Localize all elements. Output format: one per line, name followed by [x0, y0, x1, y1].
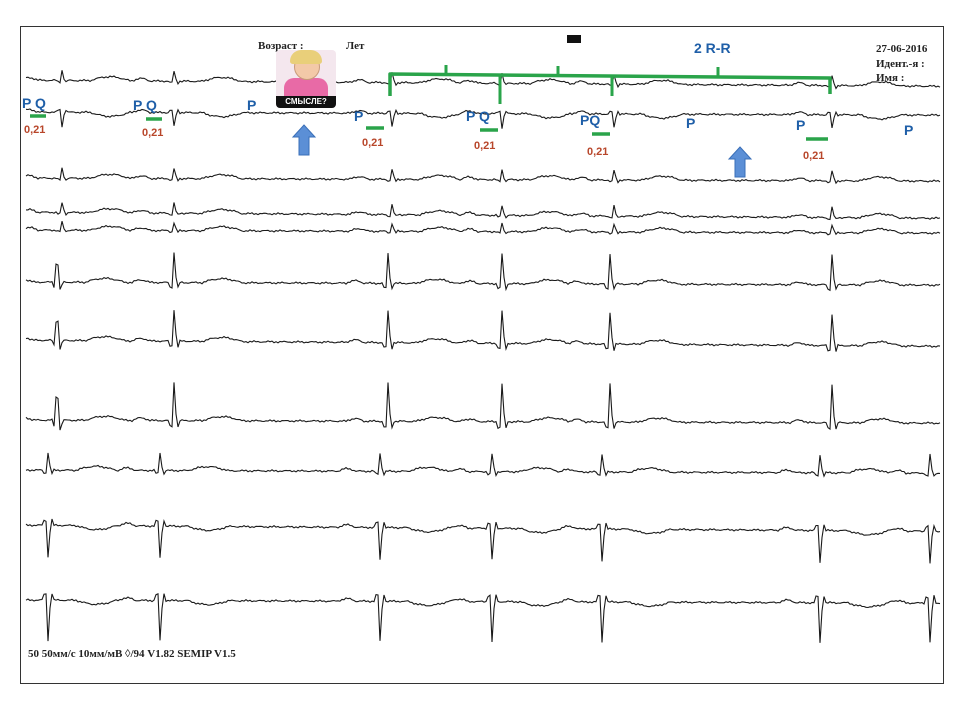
name-label: Имя :	[876, 72, 905, 84]
p-wave-label: P	[247, 97, 257, 113]
p-wave-label: P	[686, 115, 696, 131]
p-wave-label: P	[354, 108, 364, 124]
pq-label: P Q	[22, 95, 46, 111]
ecg-lead-trace	[25, 221, 941, 236]
pq-label: P Q	[133, 97, 157, 113]
ecg-lead-trace	[25, 382, 941, 431]
ecg-lead-trace	[25, 70, 941, 90]
interval-value: 0,21	[142, 127, 164, 139]
child-sticker-image: СМЫСЛЕ?	[276, 50, 336, 108]
ecg-lead-trace	[25, 518, 941, 564]
date-label: 27-06-2016	[876, 43, 928, 55]
pq-label: PQ	[580, 112, 601, 128]
ecg-lead-trace	[25, 452, 941, 478]
age-label: Возраст :	[258, 40, 304, 52]
p-wave-label: P	[796, 117, 806, 133]
sticker-hair	[290, 50, 322, 64]
ecg-lead-trace	[26, 202, 941, 221]
rr-label: 2 R-R	[694, 40, 731, 56]
ecg-lead-trace	[25, 167, 941, 185]
interval-value: 0,21	[803, 150, 825, 162]
ecg-lead-trace	[25, 252, 941, 292]
ecg-lead-trace	[25, 310, 941, 352]
interval-value: 0,21	[587, 146, 609, 158]
id-label: Идент.-я :	[876, 58, 925, 70]
interval-value: 0,21	[362, 137, 384, 149]
ecg-footer: 50 50мм/с 10мм/мВ ◊/94 V1.82 SEMIP V1.5	[28, 648, 236, 660]
rr-bracket	[388, 72, 832, 96]
up-arrow-icon	[291, 124, 317, 156]
sticker-caption: СМЫСЛЕ?	[276, 96, 336, 108]
ecg-sheet	[20, 26, 944, 684]
up-arrow-icon	[727, 146, 753, 178]
interval-value: 0,21	[474, 140, 496, 152]
ecg-lead-trace	[25, 108, 941, 129]
black-mark	[567, 35, 581, 43]
pq-label: P Q	[466, 108, 490, 124]
interval-value: 0,21	[24, 124, 46, 136]
years-label: Лет	[346, 40, 365, 52]
sticker-body	[284, 78, 328, 100]
p-wave-label: P	[904, 122, 914, 138]
ecg-lead-trace	[25, 592, 941, 643]
